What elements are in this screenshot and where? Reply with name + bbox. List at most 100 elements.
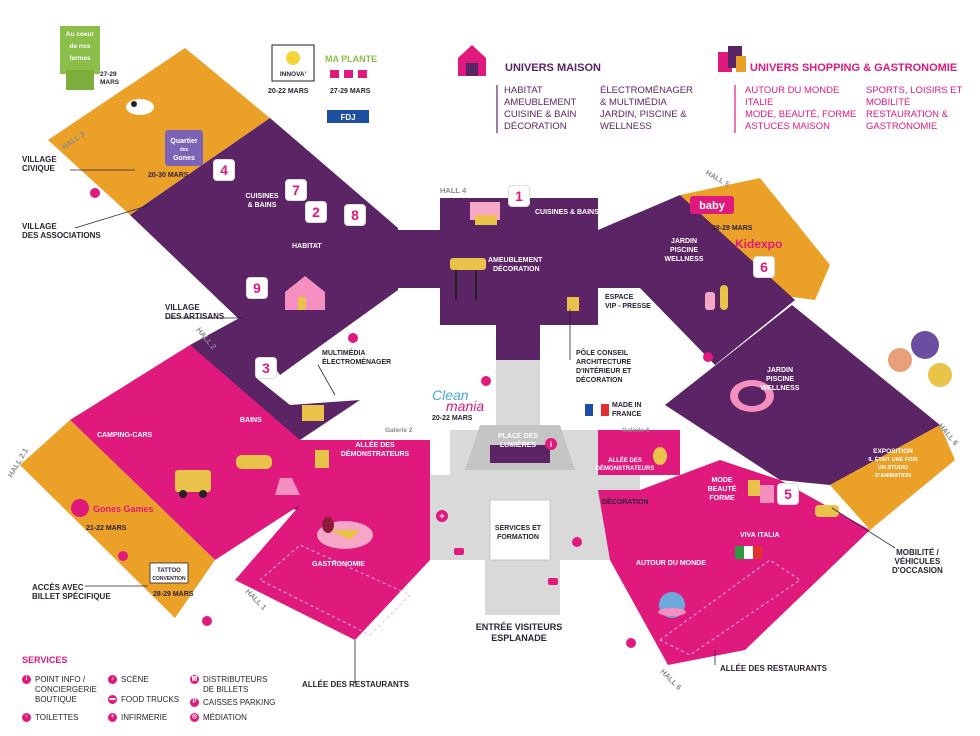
svg-text:Kidexpo: Kidexpo xyxy=(735,237,782,251)
tv-icon xyxy=(302,405,324,421)
ticket-machine-icon: ▤ xyxy=(190,675,199,684)
shopping-bag-icon xyxy=(748,480,774,503)
habitat-label: HABITAT xyxy=(292,243,322,250)
pizza-icon xyxy=(317,517,373,549)
stand-number-1[interactable]: 1 xyxy=(509,186,529,206)
svg-text:des: des xyxy=(180,147,189,153)
svg-text:Clean: Clean xyxy=(432,387,469,403)
central-gallery[interactable] xyxy=(410,360,640,615)
guitar-icon xyxy=(653,447,667,465)
italy-flag-icon xyxy=(735,546,762,559)
autour-label: AUTOUR DU MONDE xyxy=(636,560,706,567)
svg-text:mania: mania xyxy=(446,398,484,414)
quartier-gones-logo: Quartier des Gones xyxy=(165,130,203,166)
babykidexpo-logo: baby Kidexpo xyxy=(690,196,782,251)
village-artisans-label: VILLAGE DES ARTISANS xyxy=(165,303,225,321)
hall5-purple-wing[interactable] xyxy=(598,195,795,365)
svg-text:baby: baby xyxy=(699,200,726,212)
hall4-area[interactable] xyxy=(398,198,640,360)
hall6-orange[interactable] xyxy=(830,425,955,530)
innova-logo: INNOVA' xyxy=(271,44,315,82)
service-food-trucks: ▬FOOD TRUCKS xyxy=(108,695,180,704)
stand-number-5[interactable]: 5 xyxy=(778,484,798,504)
stage-icon xyxy=(490,445,550,463)
service-first-aid: +INFIRMERIE xyxy=(108,713,167,723)
service-ticket-machine: ▤DISTRIBUTEURS DE BILLETS xyxy=(190,675,268,694)
svg-text:i: i xyxy=(550,440,552,449)
maison-legend-title: UNIVERS MAISON xyxy=(505,62,601,74)
maplante-date: 27-29 MARS xyxy=(330,88,371,95)
shopping-bags-icon xyxy=(718,46,746,72)
iron-icon xyxy=(275,478,300,495)
hall5-label: HALL 5 xyxy=(704,168,731,189)
stand-number-9[interactable]: 9 xyxy=(247,278,267,298)
bathtub-icon xyxy=(236,455,272,469)
mediation-icon: ◎ xyxy=(190,713,199,722)
allee-restaurants-right-label: ALLÉE DES RESTAURANTS xyxy=(720,664,827,673)
allee-restaurants-left-label: ALLÉE DES RESTAURANTS xyxy=(302,680,409,689)
stand-number-4[interactable]: 4 xyxy=(214,160,234,180)
allee-restaurants-left-path xyxy=(259,544,411,636)
vip-icon xyxy=(567,297,579,311)
hall3-purple-wing[interactable] xyxy=(130,118,398,375)
gastronomie-label: GASTRONOMIE xyxy=(312,561,365,568)
svg-text:INNOVA': INNOVA' xyxy=(280,71,307,78)
hall6-purple[interactable] xyxy=(665,305,940,485)
svg-text:MA PLANTE: MA PLANTE xyxy=(325,54,377,64)
stage-icon: ♪ xyxy=(108,675,117,684)
svg-text:+: + xyxy=(439,511,444,521)
gonesgames-date: 21-22 MARS xyxy=(86,525,127,532)
stand-number-6[interactable]: 6 xyxy=(754,257,774,277)
house-icon xyxy=(458,45,486,76)
hall3-area[interactable] xyxy=(48,48,270,215)
svg-text:fermes: fermes xyxy=(69,55,91,62)
decoration-label: DÉCORATION xyxy=(602,497,649,506)
svg-text:Au coeur: Au coeur xyxy=(66,31,95,38)
babykidexpo-date: 28-29 MARS xyxy=(712,225,753,232)
stand-number-7[interactable]: 7 xyxy=(286,180,306,200)
first-aid-icon: + xyxy=(108,713,117,722)
sofa-icon xyxy=(450,258,486,300)
popcorn-icon xyxy=(315,450,329,468)
stand-number-8[interactable]: 8 xyxy=(345,205,365,225)
stand-number-2[interactable]: 2 xyxy=(306,202,326,222)
france-flag-icon xyxy=(585,404,609,416)
hall6-label-b: HALL 6 xyxy=(659,667,684,692)
globe-icon xyxy=(658,592,686,618)
cow-icon xyxy=(126,99,154,115)
svg-text:TATTOO: TATTOO xyxy=(157,568,181,574)
shopping-legend-title: UNIVERS SHOPPING & GASTRONOMIE xyxy=(750,62,958,74)
pool-icon xyxy=(730,380,774,412)
allee-restaurants-right-path xyxy=(659,559,801,656)
galerie6-label: Galerie 6 xyxy=(622,427,650,434)
svg-text:Gones: Gones xyxy=(173,155,195,162)
toilets-icon xyxy=(90,188,713,648)
mobilite-label: MOBILITÉ / VÉHICULES D'OCCASION xyxy=(892,548,943,575)
service-stage: ♪SCÈNE xyxy=(108,675,149,685)
cleanmania-logo: Clean mania xyxy=(432,387,484,414)
house-pink-icon xyxy=(285,276,325,310)
service-mediation: ◎MÉDIATION xyxy=(190,713,247,722)
camping-zone[interactable] xyxy=(70,345,300,560)
services-formation[interactable] xyxy=(489,499,551,561)
maplante-logo: MA PLANTE xyxy=(325,54,377,78)
stand-number-3[interactable]: 3 xyxy=(256,358,276,378)
cuisines-bains-left-label: CUISINES& BAINS xyxy=(245,193,278,209)
camping-label: CAMPING-CARS xyxy=(97,432,153,439)
